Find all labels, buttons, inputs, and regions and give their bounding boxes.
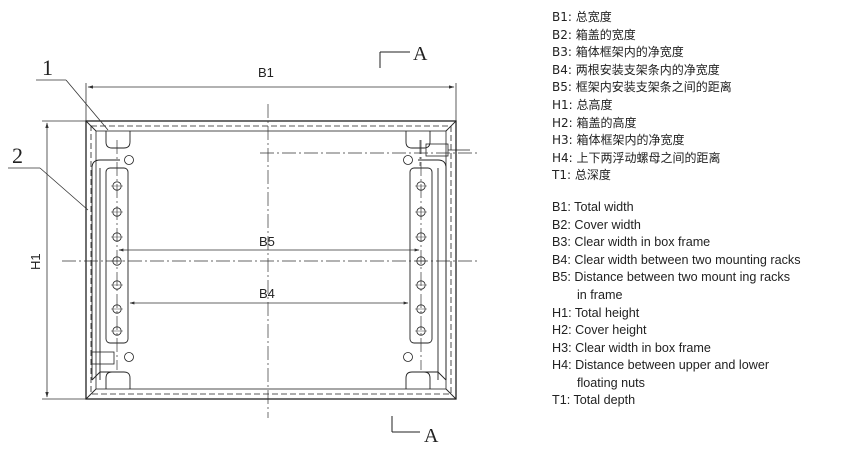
rack-holes xyxy=(112,155,426,362)
legend-english: B1: Total width B2: Cover width B3: Clea… xyxy=(552,199,852,410)
legend-en-h4-line1: H4: Distance between upper and lower xyxy=(552,358,770,373)
legend-en-h4-line2: floating nuts xyxy=(577,375,645,390)
enclosure-front-view-drawing: B1 H1 xyxy=(8,43,480,447)
section-marker-top xyxy=(379,51,410,68)
legend-en-t1: T1: Total depth xyxy=(552,393,636,408)
left-mounting-rack xyxy=(91,159,129,381)
legend-en-h3: H3: Clear width in box frame xyxy=(552,340,711,355)
legend-cn-b2: B2: 箱盖的宽度 xyxy=(552,27,636,42)
legend-cn-b3: B3: 箱体框架内的净宽度 xyxy=(552,45,684,60)
legend-cn-b1: B1: 总宽度 xyxy=(552,10,612,24)
legend-cn-b4: B4: 两根安装支架条内的净宽度 xyxy=(552,62,720,77)
b5-label: B5 xyxy=(259,234,275,249)
legend: B1: 总宽度 B2: 箱盖的宽度 B3: 箱体框架内的净宽度 B4: 两根安装… xyxy=(552,9,852,410)
hole-crosshairs xyxy=(111,185,427,332)
legend-en-b2: B2: Cover width xyxy=(552,217,641,232)
legend-en-h1: H1: Total height xyxy=(552,305,640,320)
legend-en-b4: B4: Clear width between two mounting rac… xyxy=(552,252,801,267)
legend-cn-b5: B5: 框架内安装支架条之间的距离 xyxy=(552,80,732,95)
legend-cn-h2: H2: 箱盖的高度 xyxy=(552,115,637,130)
callout-leaders xyxy=(8,79,109,211)
legend-en-b5-line1: B5: Distance between two mount ing racks xyxy=(552,270,791,285)
legend-cn-h3: H3: 箱体框架内的净宽度 xyxy=(552,133,685,148)
section-marker-bottom xyxy=(391,416,420,433)
b1-label: B1 xyxy=(258,65,274,80)
corner-brackets xyxy=(85,120,457,400)
legend-en-b5: B5: Distance between two mount ing racks… xyxy=(552,269,852,304)
b4-label: B4 xyxy=(259,286,275,301)
legend-en-h4: H4: Distance between upper and lower flo… xyxy=(552,357,852,392)
outer-frame xyxy=(85,120,457,400)
legend-en-b1: B1: Total width xyxy=(552,199,634,214)
section-label-top: A xyxy=(413,43,428,65)
center-lines xyxy=(62,104,480,418)
h1-label: H1 xyxy=(28,253,43,270)
legend-en-b5-line2: in frame xyxy=(577,287,623,302)
floating-nuts xyxy=(91,143,470,365)
legend-cn-t1: T1: 总深度 xyxy=(552,168,611,183)
callout-2: 2 xyxy=(12,143,23,168)
b1-dimension xyxy=(85,83,457,122)
legend-en-b3: B3: Clear width in box frame xyxy=(552,235,711,250)
callout-1: 1 xyxy=(42,55,53,80)
legend-cn-h1: H1: 总高度 xyxy=(552,97,613,112)
legend-chinese: B1: 总宽度 B2: 箱盖的宽度 B3: 箱体框架内的净宽度 B4: 两根安装… xyxy=(552,9,852,185)
section-label-bottom: A xyxy=(424,425,439,447)
legend-cn-h4: H4: 上下两浮动螺母之间的距离 xyxy=(552,150,721,165)
h1-dimension xyxy=(42,120,92,400)
right-mounting-rack xyxy=(409,159,447,381)
legend-en-h2: H2: Cover height xyxy=(552,323,647,338)
